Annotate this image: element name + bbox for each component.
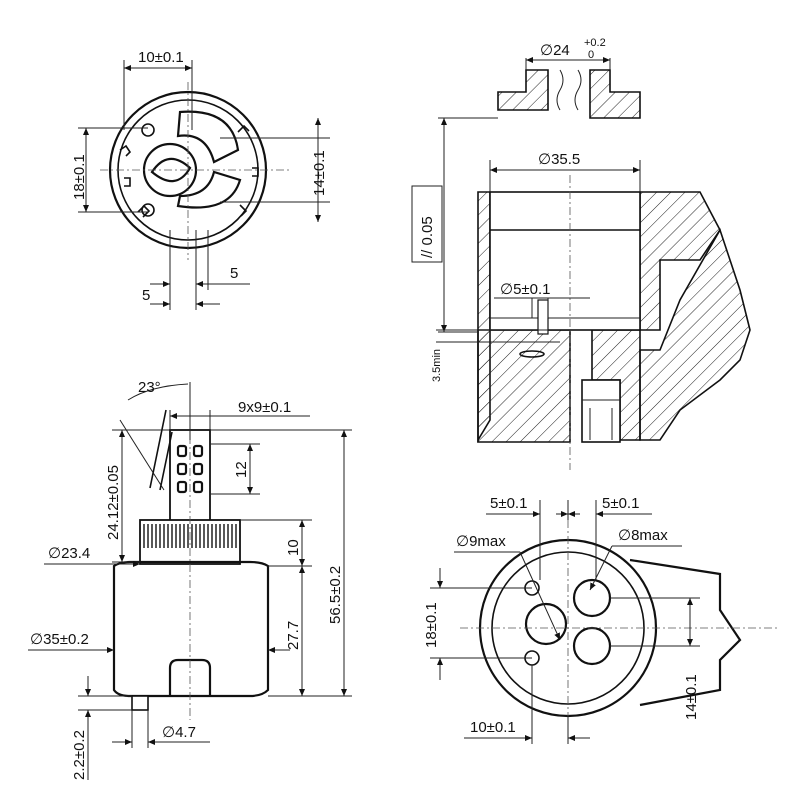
side-view: 23° 9x9±0.1 24.12±0.05 12 10 27.7 56.5±0… — [28, 379, 352, 780]
base-dim-right-offset: 5±0.1 — [602, 495, 639, 512]
side-dim-body-height: 27.7 — [285, 621, 302, 650]
section-body-right-wall — [639, 191, 721, 331]
side-dim-stem-height: 24.12±0.05 — [105, 465, 122, 540]
base-dim-width-bottom: 10±0.1 — [470, 719, 516, 736]
section-dim-parallelism: // 0.05 — [419, 216, 436, 258]
base-flange — [629, 558, 742, 707]
base-dim-hole-8: ∅8max — [618, 527, 668, 544]
side-spline-teeth — [176, 444, 204, 494]
section-dim-fitting-tol-upper: +0.2 — [584, 37, 606, 49]
top-view-dim-bottom-right: 5 — [230, 265, 238, 282]
base-hole-right-lower — [572, 626, 612, 666]
section-body-bottom-left — [477, 329, 571, 443]
side-dim-total-height: 56.5±0.2 — [327, 566, 344, 624]
side-dim-knurl-height: 10 — [285, 539, 302, 556]
section-dim-min-depth: 3.5min — [431, 349, 443, 382]
top-view-hole-upper — [141, 123, 155, 137]
top-view-dim-height-right: 14±0.1 — [311, 150, 328, 196]
side-body — [112, 560, 270, 698]
base-dim-hole-9: ∅9max — [456, 533, 506, 550]
base-dim-height-left: 18±0.1 — [423, 602, 440, 648]
side-pin — [131, 695, 149, 711]
side-dim-spline: 9x9±0.1 — [238, 399, 291, 416]
section-dim-pin: ∅5±0.1 — [500, 281, 551, 298]
section-body-right-flange — [639, 228, 751, 441]
section-dim-bore: ∅35.5 — [538, 151, 580, 168]
section-fitting-right — [589, 69, 641, 119]
top-view-port-upper — [176, 110, 240, 164]
base-dim-left-offset: 5±0.1 — [490, 495, 527, 512]
section-stem — [581, 379, 621, 443]
side-dim-pin-height: 2.2±0.2 — [71, 730, 88, 780]
top-view-dim-height-left: 18±0.1 — [71, 154, 88, 200]
base-dim-height-right: 14±0.1 — [683, 674, 700, 720]
base-view: 5±0.1 5±0.1 ∅9max ∅8max 18±0.1 14±0.1 10… — [423, 495, 780, 744]
side-knurl-ring — [139, 519, 241, 565]
side-dim-body-diameter: ∅35±0.2 — [30, 631, 89, 648]
top-view-dim-bottom-left: 5 — [142, 287, 150, 304]
top-view-dim-width: 10±0.1 — [138, 49, 184, 66]
section-bore — [489, 191, 641, 331]
top-view-port-lower — [176, 170, 242, 209]
side-knurl-lines — [143, 524, 237, 548]
top-view-rim-teeth — [119, 124, 259, 218]
top-view-hole-lower — [141, 203, 155, 217]
section-dim-fitting: ∅24 — [540, 42, 570, 59]
section-fitting-left — [497, 69, 549, 111]
side-dim-knurl-diameter: ∅23.4 — [48, 545, 90, 562]
side-dim-angle: 23° — [138, 379, 161, 396]
top-view: 10±0.1 18±0.1 14±0.1 5 5 — [71, 49, 330, 310]
section-dim-fitting-tol-lower: 0 — [588, 49, 594, 61]
side-dim-spline-height: 12 — [233, 461, 250, 478]
side-dim-pin-diameter: ∅4.7 — [162, 724, 196, 741]
section-view: ∅24 +0.2 0 ∅35.5 // 0.05 — [411, 37, 751, 470]
base-hole-large-left — [524, 602, 568, 646]
top-view-center-lens — [150, 157, 192, 183]
section-pin-slot — [537, 299, 549, 335]
